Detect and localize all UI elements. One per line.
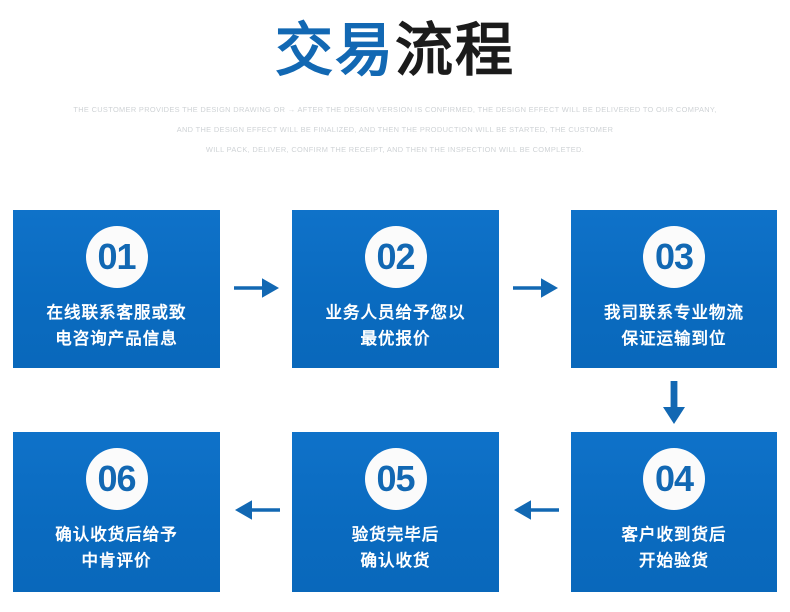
step-number-01: 01 [97, 236, 136, 277]
step-number-circle-03: 03 [643, 226, 705, 288]
step-card-04[interactable]: 04 客户收到货后 开始验货 [571, 432, 777, 592]
step-text-01-line1: 在线联系客服或致 [46, 304, 187, 322]
step-number-05: 05 [376, 458, 415, 499]
arrow-right-icon [505, 266, 567, 310]
step-text-03-line1: 我司联系专业物流 [604, 304, 744, 322]
step-number-circle-05: 05 [364, 448, 427, 510]
step-text-06-line1: 确认收货后给予 [55, 526, 178, 544]
step-number-circle-01: 01 [85, 226, 148, 288]
arrow-left-icon [505, 488, 567, 532]
step-text-02: 业务人员给予您以 最优报价 [326, 300, 466, 352]
step-number-03: 03 [654, 236, 694, 277]
step-text-05: 验货完毕后 确认收货 [352, 522, 440, 574]
step-text-02-line1: 业务人员给予您以 [325, 304, 466, 322]
page-title-dark: 流程 [395, 18, 516, 83]
step-number-04: 04 [654, 458, 694, 499]
step-text-02-line2: 最优报价 [360, 330, 431, 348]
step-number-06: 06 [97, 458, 136, 499]
step-text-01-line2: 电咨询产品信息 [55, 330, 178, 348]
step-text-04-line2: 开始验货 [639, 552, 709, 570]
step-card-02[interactable]: 02 业务人员给予您以 最优报价 [292, 210, 499, 368]
arrow-down-icon [648, 378, 700, 428]
subtitle-line-2: AND THE DESIGN EFFECT WILL BE FINALIZED,… [176, 125, 614, 134]
step-text-06: 确认收货后给予 中肯评价 [55, 522, 178, 574]
step-text-04-line1: 客户收到货后 [621, 526, 727, 544]
step-text-06-line2: 中肯评价 [81, 552, 152, 570]
subtitle-line-3: WILL PACK, DELIVER, CONFIRM THE RECEIPT,… [205, 145, 585, 154]
subtitle-block: THE CUSTOMER PROVIDES THE DESIGN DRAWING… [45, 100, 745, 160]
step-card-05[interactable]: 05 验货完毕后 确认收货 [292, 432, 499, 592]
arrow-left-icon [226, 488, 288, 532]
step-number-02: 02 [376, 236, 415, 277]
page-title-blue: 交易 [274, 18, 395, 83]
step-text-01: 在线联系客服或致 电咨询产品信息 [47, 300, 187, 352]
step-text-04: 客户收到货后 开始验货 [622, 522, 727, 574]
arrow-right-icon [226, 266, 288, 310]
step-number-circle-06: 06 [85, 448, 148, 510]
step-card-03[interactable]: 03 我司联系专业物流 保证运输到位 [571, 210, 777, 368]
step-card-01[interactable]: 01 在线联系客服或致 电咨询产品信息 [13, 210, 220, 368]
step-text-05-line1: 验货完毕后 [351, 526, 440, 544]
step-card-06[interactable]: 06 确认收货后给予 中肯评价 [13, 432, 220, 592]
page-title: 交易流程 [0, 18, 790, 84]
page-header: 交易流程 THE CUSTOMER PROVIDES THE DESIGN DR… [0, 0, 790, 160]
step-text-05-line2: 确认收货 [360, 552, 431, 570]
step-text-03-line2: 保证运输到位 [621, 330, 727, 348]
step-number-circle-02: 02 [364, 226, 427, 288]
step-text-03: 我司联系专业物流 保证运输到位 [604, 300, 744, 352]
subtitle-line-1: THE CUSTOMER PROVIDES THE DESIGN DRAWING… [73, 105, 717, 114]
step-number-circle-04: 04 [643, 448, 705, 510]
